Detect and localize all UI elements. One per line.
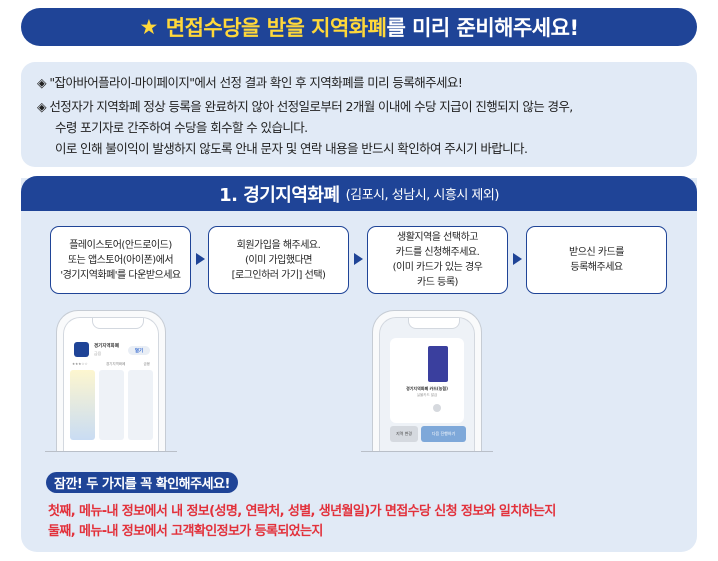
section-header: 1. 경기지역화폐 (김포시, 성남시, 시흥시 제외)	[21, 176, 697, 211]
arrow-right-icon	[513, 253, 522, 265]
warning-line-2: 둘째, 메뉴-내 정보에서 고객확인정보가 등록되었는지	[48, 524, 323, 539]
screenshot-thumb	[99, 370, 124, 440]
screenshot-thumb	[70, 370, 95, 440]
warning-badge: 잠깐! 두 가지를 꼭 확인해주세요!	[46, 472, 238, 493]
step-1-download: 플레이스토어(안드로이드)또는 앱스토어(아이폰)에서'경기지역화폐'를 다운받…	[50, 226, 191, 294]
screenshot-thumb	[128, 370, 153, 440]
arrow-right-icon	[196, 253, 205, 265]
diamond-bullet-icon: ◈	[37, 75, 47, 90]
step-2-signup: 회원가입을 해주세요.(이미 가입했다면[로그인하러 가기] 선택)	[208, 226, 349, 294]
change-region-button: 지역 변경	[390, 426, 418, 442]
section-subtitle: (김포시, 성남시, 시흥시 제외)	[345, 188, 500, 203]
card-image	[428, 346, 448, 382]
app-icon	[74, 342, 89, 357]
title-rest: 를 미리 준비해주세요!	[386, 16, 579, 40]
notice-line-3: 수령 포기자로 간주하여 수당을 회수할 수 있습니다.	[55, 120, 308, 135]
check-icon	[433, 404, 441, 412]
open-app-button: 열기	[128, 346, 150, 355]
diamond-bullet-icon: ◈	[37, 99, 47, 114]
phone-notch	[92, 318, 144, 329]
star-icon: ★	[139, 15, 158, 39]
page-title: ★ 면접수당을 받을 지역화폐 를 미리 준비해주세요!	[21, 8, 697, 46]
arrow-right-icon	[354, 253, 363, 265]
section-title: 1. 경기지역화폐	[219, 184, 340, 206]
notice-box: ◈ "잡아바어플라이-마이페이지"에서 선정 결과 확인 후 지역화폐를 미리 …	[21, 62, 697, 167]
phone-notch	[408, 318, 460, 329]
notice-line-4: 이로 인해 불이익이 발생하지 않도록 안내 문자 및 연락 내용을 반드시 확…	[55, 141, 528, 156]
notice-line-1: ◈ "잡아바어플라이-마이페이지"에서 선정 결과 확인 후 지역화폐를 미리 …	[37, 75, 463, 90]
title-highlight: 면접수당을 받을 지역화폐	[165, 16, 387, 40]
phone-mockup-card: 경기지역화폐 카드(농협) 실물카드 발급 지역 변경 다음 진행하기	[361, 310, 493, 452]
next-button: 다음 진행하기	[421, 426, 466, 442]
notice-line-2: ◈ 선정자가 지역화폐 정상 등록을 완료하지 않아 선정일로부터 2개월 이내…	[37, 99, 573, 114]
warning-line-1: 첫째, 메뉴-내 정보에서 내 정보(성명, 연락처, 성별, 생년월일)가 면…	[48, 504, 556, 519]
